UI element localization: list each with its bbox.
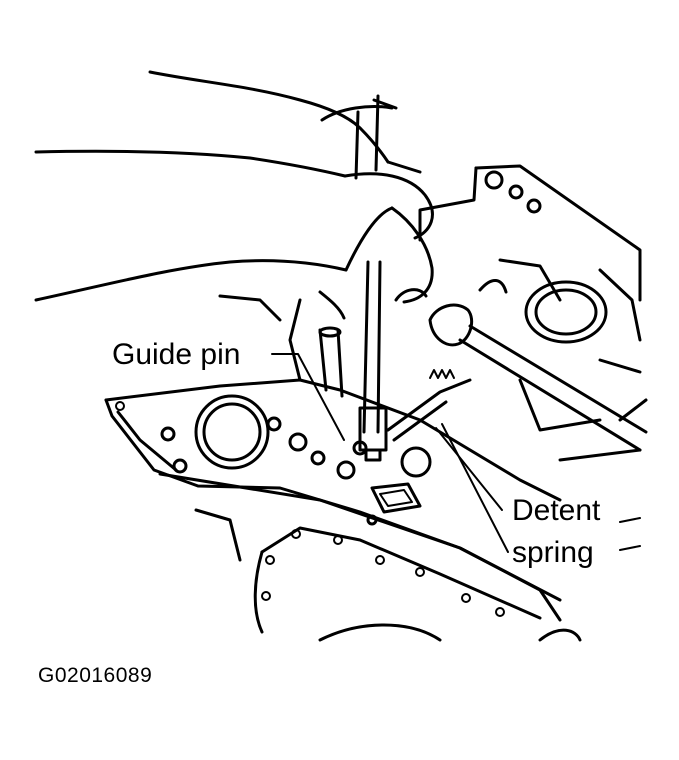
guide-pin-label: Guide pin — [112, 338, 241, 371]
detent-spring-label-line2: spring — [512, 536, 594, 569]
upper-hand — [34, 70, 434, 240]
callout-leaders — [271, 353, 641, 553]
figure-id: G02016089 — [38, 664, 153, 687]
detent-spring — [386, 369, 472, 442]
lower-hand — [34, 206, 434, 320]
detent-spring-label-line1: Detent — [512, 494, 601, 527]
driver-handle — [320, 94, 398, 180]
shift-lever — [428, 279, 648, 452]
transmission-case — [418, 164, 648, 462]
valve-body-plate — [104, 288, 562, 622]
lower-flange — [158, 472, 582, 642]
guide-pin-tool — [358, 260, 388, 462]
